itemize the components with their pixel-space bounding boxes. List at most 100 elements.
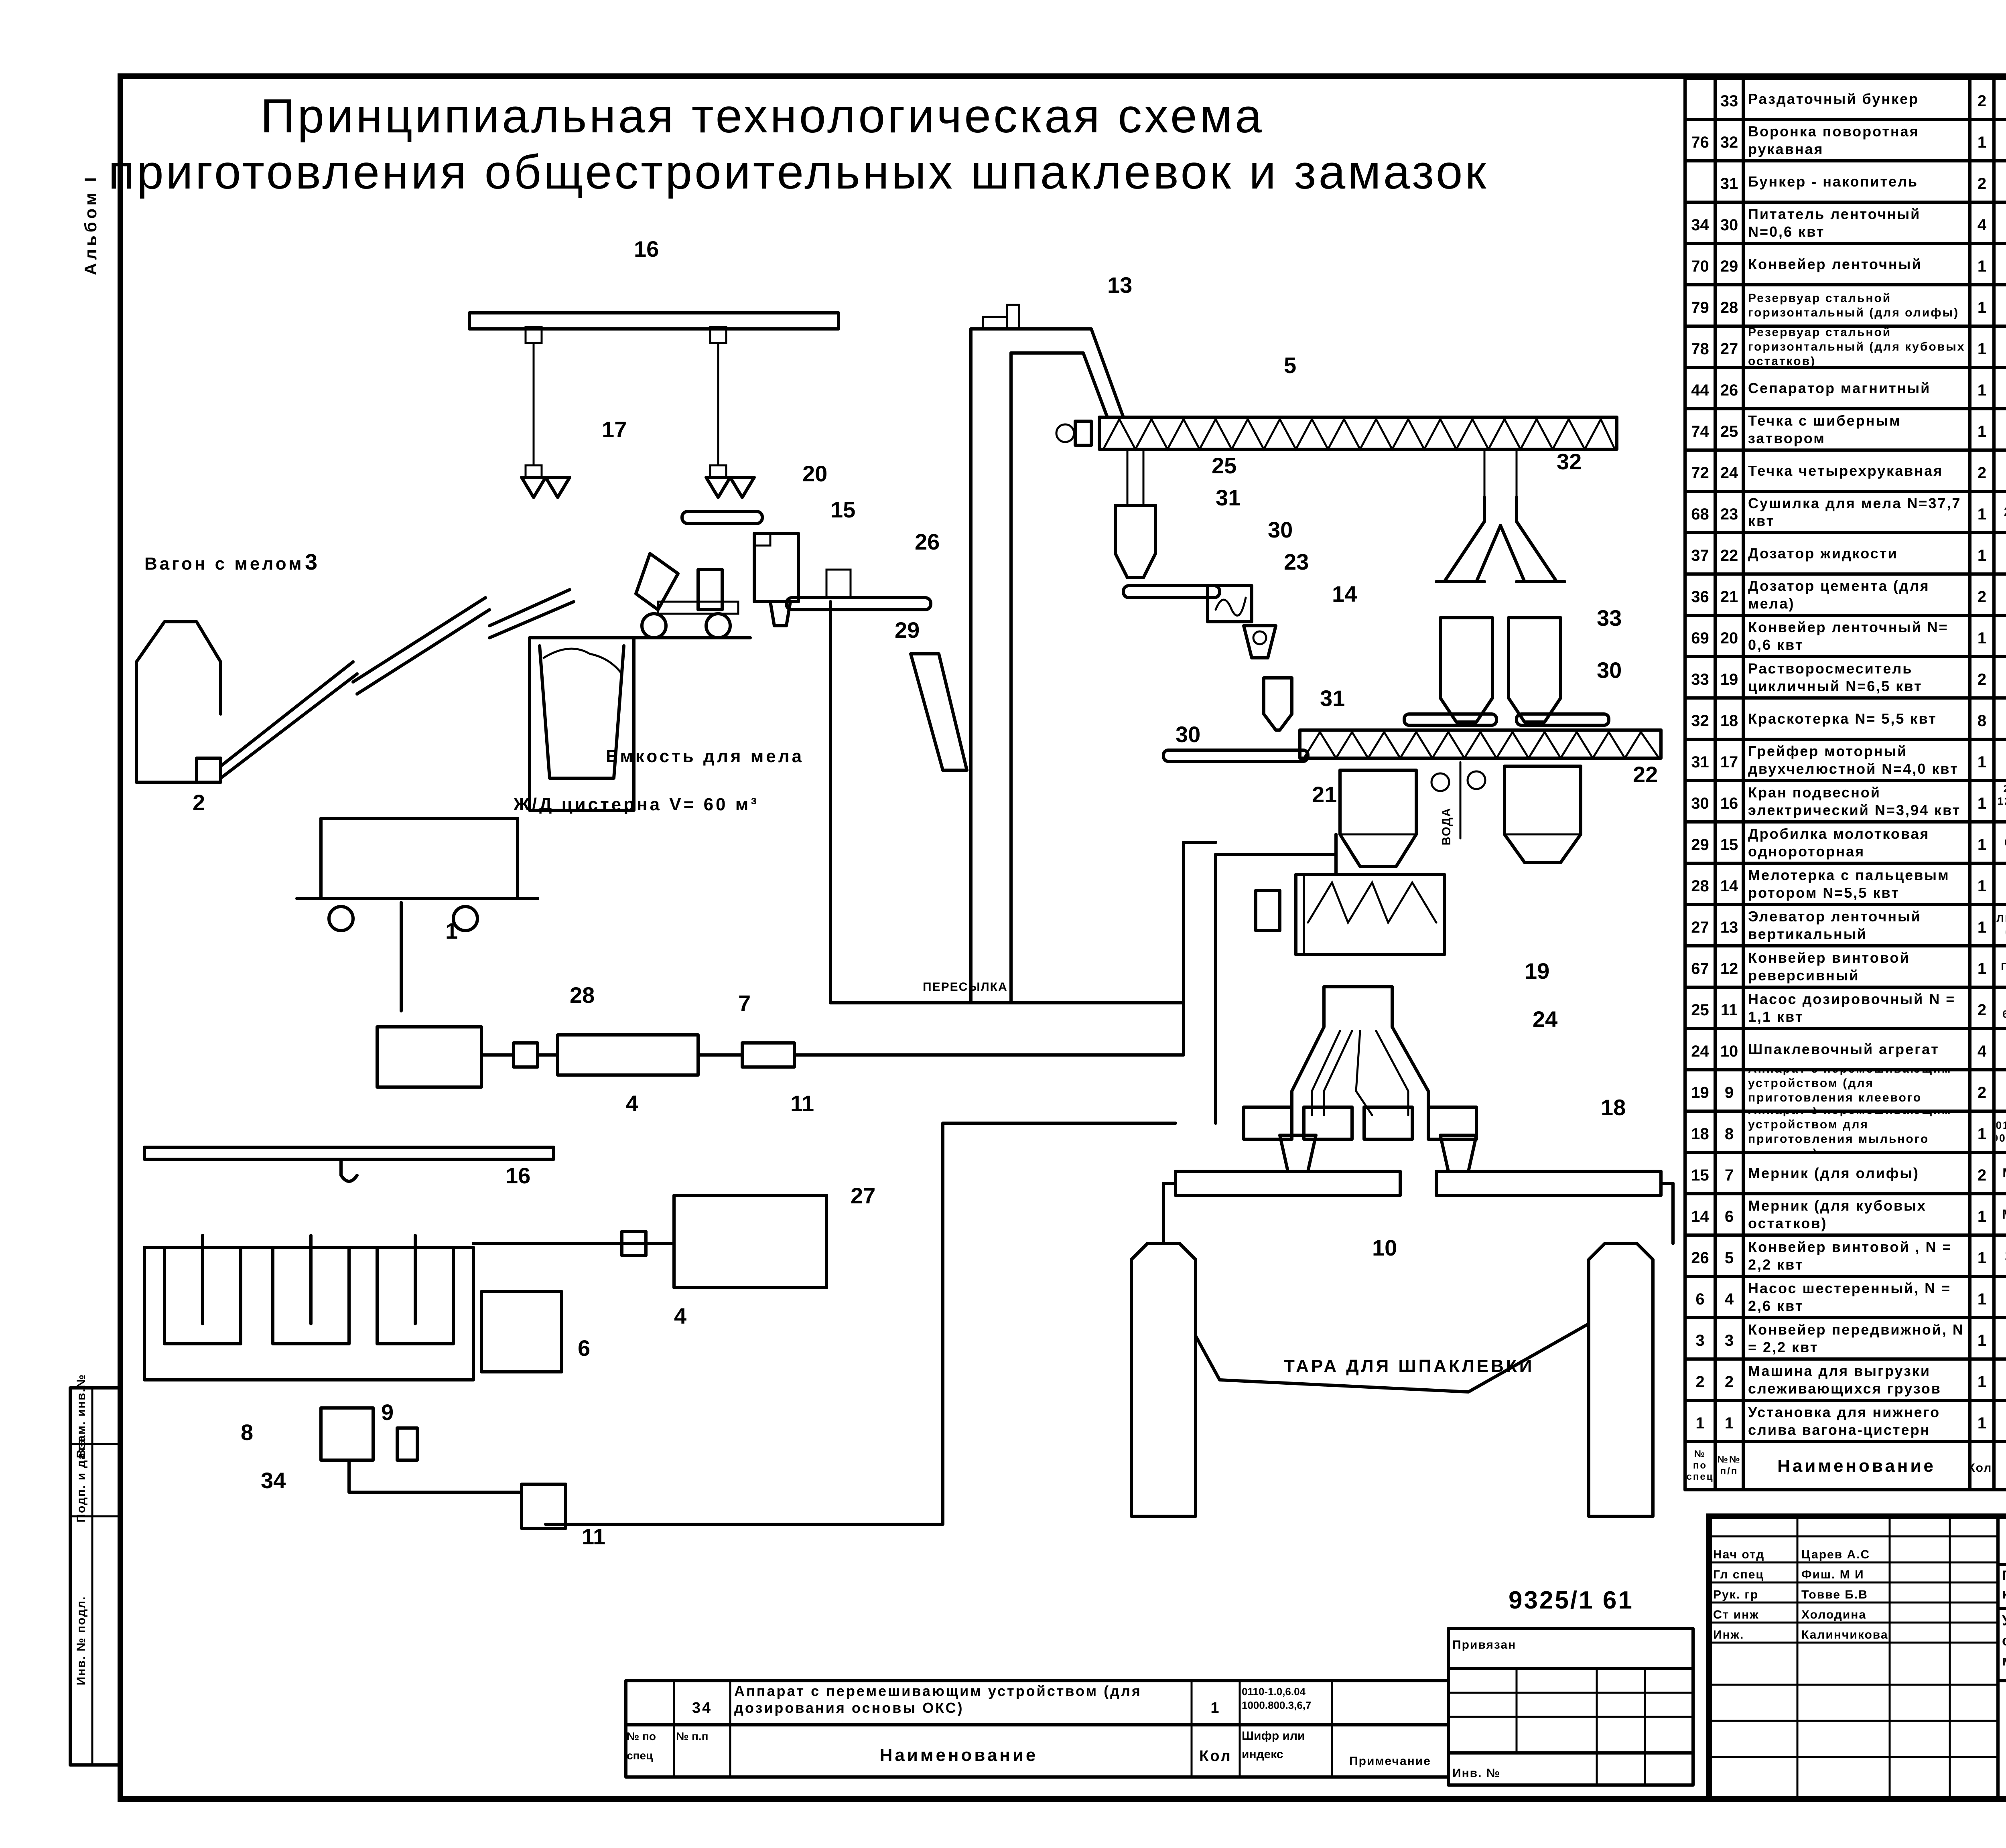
row-name: Сушилка для мела N=37,7 квт [1748,495,1961,529]
inv-label: Инв. № [1452,1767,1500,1780]
funnel-and-hoppers [1403,448,1610,727]
wagon-with-chalk [135,588,575,784]
row-qty: 1 [1978,547,1986,564]
drawing-name: Технологическая схема [2002,1693,2006,1741]
callout-2: 2 [193,790,205,815]
row-qty: 1 [1978,629,1986,647]
margin-cell-replace: Взам. инв.№ [75,1374,88,1459]
row-name: Конвейер ленточный [1748,256,1922,272]
callout-4a: 4 [626,1091,638,1116]
callout-31a: 31 [1216,485,1241,510]
row-code: СО-150 [1996,1030,2006,1068]
row-qty: 1 [1978,960,1986,978]
callout-23: 23 [1284,549,1309,574]
row-name: Резервуар стальной горизонтальный (для о… [1748,291,1959,319]
signature-role-1: Гл спец [1713,1568,1764,1581]
callout-3: 3 [305,549,317,574]
row-item-no: 31 [1720,175,1738,193]
bottom-row-no: 34 [692,1700,712,1716]
row-code: ПЛ-10 [1996,204,2006,242]
callout-10: 10 [1372,1235,1397,1260]
row-qty: 1 [1978,795,1986,812]
row-item-no: 26 [1720,381,1738,399]
row-spec-no: 33 [1691,671,1709,688]
callout-30c: 30 [1176,722,1200,747]
callout-13: 13 [1107,272,1132,298]
callout-33: 33 [1597,605,1622,631]
callout-32: 32 [1557,449,1582,474]
header-spec-no: № по спец [1686,1448,1714,1483]
row-spec-no: 3 [1695,1332,1704,1349]
binding-label: Привязан [1452,1638,1516,1651]
row-qty: 1 [1978,340,1986,358]
row-code: 3195/7 [1996,245,2006,283]
row-spec-no: 28 [1691,877,1709,895]
diagram-title-line1: Принципиальная технологическая схема [260,89,1264,143]
bucket-elevator-13 [969,304,1125,1004]
row-name: Мерник (для олифы) [1748,1164,1919,1181]
callout-1: 1 [445,918,458,943]
row-spec-no: 25 [1691,1001,1709,1019]
row-qty: 1 [1978,836,1986,854]
row-name: Конвейер винтовой реверсивный [1748,949,1910,984]
callout-34: 34 [261,1468,286,1493]
callout-21: 21 [1312,782,1337,807]
row-code: АСН-8Б [1996,1402,2006,1440]
row-spec-no: 32 [1691,712,1709,730]
callout-19: 19 [1525,958,1549,984]
row-item-no: 15 [1720,836,1738,854]
row-spec-no: 36 [1691,588,1709,606]
callout-29: 29 [895,617,920,643]
archive-stamp: 9325/1 61 [1509,1586,1634,1614]
row-qty: 1 [1978,1249,1986,1267]
callout-30a: 30 [1268,517,1293,542]
row-item-no: 2 [1725,1373,1734,1391]
row-qty: 2 [1978,588,1986,606]
header-name: Наименование [1777,1456,1936,1476]
callout-11a: 11 [790,1091,814,1116]
row-item-no: 29 [1720,258,1738,275]
row-spec-no: 37 [1691,547,1709,564]
signature-role-3: Ст инж [1713,1608,1759,1621]
callout-5: 5 [1284,353,1296,378]
row-spec-no: 67 [1691,960,1709,978]
row-item-no: 19 [1720,671,1738,688]
row-code: 0110-1.0,6.04 0000-800.3.6,7 [1996,1071,2006,1110]
callout-7: 7 [738,990,751,1016]
callout-8: 8 [241,1420,253,1445]
row-qty: 1 [1978,381,1986,399]
row-spec-no: 15 [1691,1166,1709,1184]
row-name: Мерник (для кубовых остатков) [1748,1197,1927,1231]
row-qty: 8 [1978,712,1986,730]
margin-cell-inv: Инв. № подл. [75,1596,88,1685]
row-qty: 1 [1978,1290,1986,1308]
row-code: ТП.704-1-159.83 [1996,328,2006,366]
row-spec-no: 1 [1695,1414,1704,1432]
sheet-frame: 61 [118,73,2006,1802]
row-spec-no: 14 [1691,1208,1709,1225]
row-name: Питатель ленточный N=0,6 квт [1748,206,1921,240]
row-item-no: 20 [1720,629,1738,647]
callout-30b: 30 [1597,657,1622,683]
lower-screw-conveyor [1162,728,1663,763]
row-item-no: 10 [1720,1043,1738,1060]
label-wagon: Вагон с мелом [144,554,304,574]
row-name: Насос шестеренный, N = 2,6 квт [1748,1280,1951,1314]
callout-20: 20 [802,461,827,486]
row-item-no: 1 [1725,1414,1734,1432]
row-item-no: 32 [1720,134,1738,151]
row-item-no: 22 [1720,547,1738,564]
row-item-no: 25 [1720,423,1738,440]
callout-26: 26 [915,529,940,554]
album-label: Альбом I [81,174,100,275]
row-code: МВ-6/630 [1996,1154,2006,1192]
row-spec-no: 78 [1691,340,1709,358]
row-code: МВ-6-630 [1996,1195,2006,1233]
callout-14: 14 [1332,581,1357,607]
row-item-no: 12 [1720,960,1738,978]
row-code: 24-157А [1996,741,2006,779]
bottom-header-no: № п.п [676,1730,709,1743]
row-name: Дозатор цемента (для мела) [1748,578,1930,612]
row-spec-no: 69 [1691,629,1709,647]
row-spec-no: 30 [1691,795,1709,812]
